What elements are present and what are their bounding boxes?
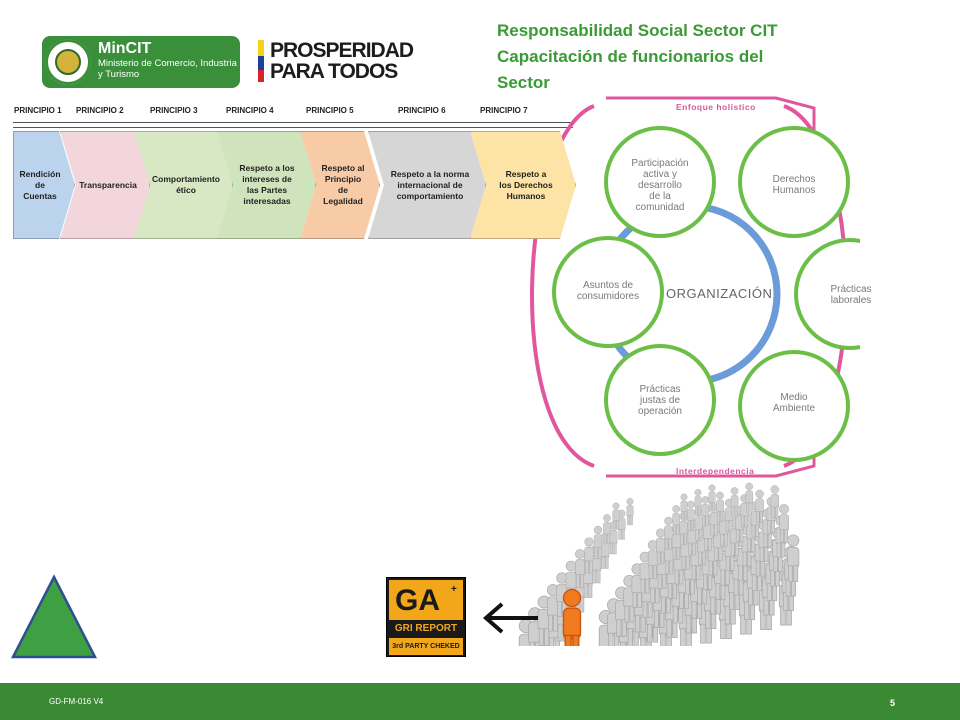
- mincit-logo-subtitle: Ministerio de Comercio, Industria y Turi…: [98, 58, 237, 80]
- core-subjects-diagram: Enfoque holístico Interdependencia ORGAN…: [514, 94, 872, 480]
- principle-label: PRINCIPIO 7: [480, 106, 528, 115]
- triangle-shape: [10, 574, 98, 659]
- principle-text-line: Respeto al: [321, 163, 365, 173]
- slide-title: Responsabilidad Social Sector CIT Capaci…: [497, 18, 947, 96]
- subject-label-line: Derechos: [772, 174, 816, 185]
- subject-circles: [552, 126, 860, 462]
- subject-label-line: Participación: [631, 158, 689, 169]
- principle-label: PRINCIPIO 2: [76, 106, 124, 115]
- organization-label: ORGANIZACIÓN: [666, 286, 773, 301]
- mincit-logo-name: MinCIT: [98, 40, 152, 57]
- gri-grade: GA: [395, 584, 440, 617]
- subject-label-line: operación: [638, 406, 682, 417]
- principle-label: PRINCIPIO 3: [150, 106, 198, 115]
- flag-yellow-bar: [258, 40, 264, 56]
- crowd-people: [518, 482, 800, 646]
- leader-person-icon: [562, 588, 582, 646]
- principle-text-line: interesadas: [243, 196, 291, 206]
- principle-text-line: Rendición: [19, 168, 61, 179]
- gri-report-label: GRI REPORT: [394, 623, 458, 634]
- subject-circle-fair-operation: [604, 344, 716, 456]
- subject-label-line: laborales: [830, 295, 872, 306]
- subject-circle-consumers: [552, 236, 664, 348]
- colombia-seal-icon: [45, 39, 91, 85]
- crowd-illustration: [518, 482, 800, 646]
- gri-plus: +: [451, 584, 457, 595]
- principle-text-line: Respeto a: [505, 168, 547, 179]
- mincit-logo: MinCIT Ministerio de Comercio, Industria…: [42, 36, 240, 88]
- subject-label-line: Prácticas: [639, 384, 681, 395]
- diagram-bottom-label: Interdependencia: [676, 466, 755, 476]
- diagram-graphic: [530, 96, 860, 478]
- flag-blue-bar: [258, 56, 264, 70]
- gri-checked-label: 3rd PARTY CHEKED: [389, 638, 463, 655]
- principle-text-line: Principio de: [324, 174, 362, 195]
- principle-text-line: de Cuentas: [23, 179, 57, 201]
- title-line-2: Capacitación de funcionarios del: [497, 47, 764, 66]
- subject-circle-human-rights: [738, 126, 850, 238]
- holistic-arc-left: [530, 104, 595, 468]
- left-arrow-icon: [482, 602, 538, 634]
- subject-circle-labour: [794, 238, 860, 350]
- principle-text-line: internacional de: [397, 179, 463, 190]
- subject-label-line: Prácticas: [830, 284, 872, 295]
- title-line-3: Sector: [497, 73, 550, 92]
- principle-text: Transparencia: [79, 180, 137, 191]
- subject-label-line: Ambiente: [772, 403, 816, 414]
- principle-label: PRINCIPIO 5: [306, 106, 354, 115]
- principle-text-line: ético: [176, 185, 196, 195]
- subject-label-line: justas de: [639, 395, 681, 406]
- subject-circle-community: [604, 126, 716, 238]
- subject-label-line: Medio: [780, 392, 808, 403]
- footer-bar: GD-FM-016 V4 5: [0, 683, 960, 720]
- prosperidad-logo-text: PROSPERIDAD PARA TODOS: [270, 39, 414, 83]
- subject-label-line: comunidad: [635, 202, 685, 213]
- principle-label: PRINCIPIO 4: [226, 106, 274, 115]
- flag-red-bar: [258, 70, 264, 82]
- principle-text-line: Respeto a los: [239, 163, 295, 173]
- crowd-person-icon: [626, 497, 634, 526]
- subject-label-line: desarrollo: [638, 180, 682, 191]
- diagram-top-label: Enfoque holístico: [676, 102, 756, 112]
- principles-divider: [13, 122, 573, 128]
- principle-text-line: comportamiento: [396, 190, 464, 201]
- subject-label-line: Asuntos de: [582, 280, 634, 291]
- subject-circle-environment: [738, 350, 850, 462]
- subject-label-line: de la: [649, 191, 671, 202]
- principle-text-line: Comportamiento: [152, 174, 220, 184]
- principle-text-line: Transparencia: [79, 179, 137, 190]
- principle-text-line: las Partes: [246, 185, 288, 195]
- title-line-1: Responsabilidad Social Sector CIT: [497, 21, 778, 40]
- principle-text-line: intereses de: [242, 174, 292, 184]
- document-code: GD-FM-016 V4: [49, 697, 104, 706]
- crowd-person-icon: [745, 482, 754, 513]
- gri-report-badge: GA + GRI REPORT 3rd PARTY CHEKED: [386, 577, 466, 657]
- principle-text-line: Legalidad: [323, 196, 363, 206]
- principle-text-line: Respeto a la norma: [390, 168, 470, 179]
- principle-label: PRINCIPIO 1: [14, 106, 62, 115]
- subject-label-line: Humanos: [772, 185, 816, 196]
- prosperidad-logo: PROSPERIDAD PARA TODOS: [258, 40, 428, 86]
- subject-label-line: consumidores: [576, 291, 640, 302]
- principle-label: PRINCIPIO 6: [398, 106, 446, 115]
- principle-text-line: los Derechos: [499, 179, 553, 190]
- principle-text-line: Humanos: [506, 190, 546, 201]
- crowd-person-icon: [730, 487, 739, 518]
- subject-label-line: activa y: [643, 169, 677, 180]
- page-number: 5: [890, 698, 896, 708]
